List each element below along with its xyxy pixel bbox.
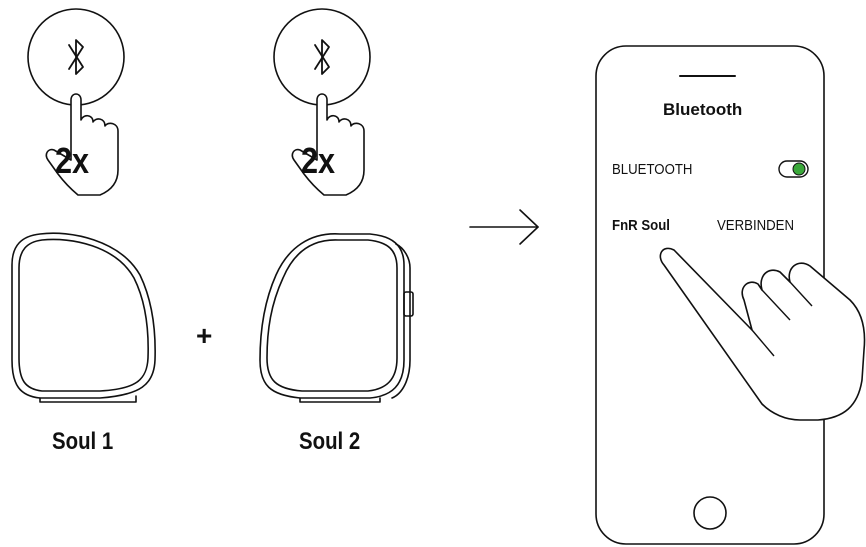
speaker-2-label: Soul 2	[299, 428, 361, 455]
speaker-soul-2	[259, 233, 414, 403]
connect-button[interactable]: VERBINDEN	[717, 217, 795, 234]
bluetooth-setting-label: BLUETOOTH	[612, 161, 693, 178]
speaker-soul-1	[11, 232, 156, 403]
pressing-hand-icon	[291, 93, 365, 196]
bluetooth-toggle[interactable]	[778, 160, 809, 178]
bluetooth-icon	[68, 39, 84, 75]
pressing-hand-icon	[45, 93, 119, 196]
bluetooth-button-1	[27, 8, 125, 106]
tapping-hand-icon	[659, 247, 866, 421]
bluetooth-button-2	[273, 8, 371, 106]
right-arrow-icon	[469, 209, 539, 245]
speaker-1-label: Soul 1	[52, 428, 114, 455]
press-count-label-2: 2x	[301, 140, 336, 181]
device-name-fnr-soul[interactable]: FnR Soul	[612, 217, 670, 234]
press-count-label-1: 2x	[55, 140, 90, 181]
plus-sign: +	[196, 320, 213, 351]
bluetooth-icon	[314, 39, 330, 75]
phone-screen-title: Bluetooth	[663, 100, 743, 119]
